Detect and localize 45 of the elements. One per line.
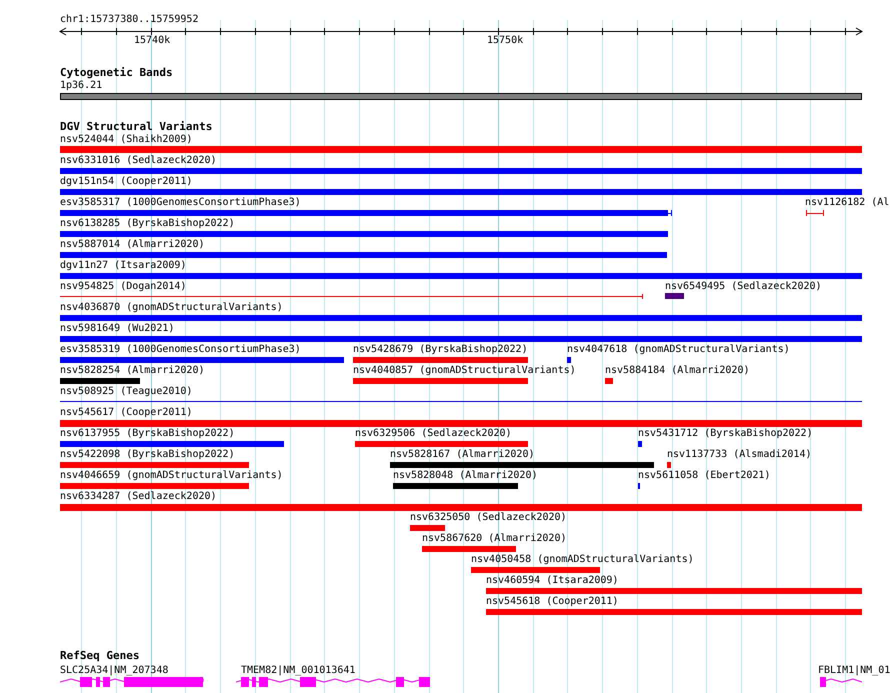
variant-label: nsv4047618 (gnomADStructuralVariants)	[567, 344, 790, 356]
variant-label: nsv5867620 (Almarri2020)	[422, 533, 566, 545]
variant-label: dgv11n27 (Itsara2009)	[60, 260, 186, 272]
variant-label: nsv6331016 (Sedlazeck2020)	[60, 155, 217, 167]
variant-label: nsv6334287 (Sedlazeck2020)	[60, 491, 217, 503]
variant-label: nsv5828048 (Almarri2020)	[393, 470, 538, 482]
variant-label: esv3585319 (1000GenomesConsortiumPhase3)	[60, 344, 301, 356]
variant-label: dgv151n54 (Cooper2011)	[60, 176, 192, 188]
variant-label: nsv5431712 (ByrskaBishop2022)	[638, 428, 813, 440]
variant-label: nsv6137955 (ByrskaBishop2022)	[60, 428, 235, 440]
variant-label: nsv6329506 (Sedlazeck2020)	[355, 428, 512, 440]
gene-label: TMEM82|NM_001013641	[241, 665, 356, 677]
variant-label: nsv5884184 (Almarri2020)	[605, 365, 750, 377]
variant-label: nsv6325050 (Sedlazeck2020)	[410, 512, 567, 524]
variant-label: nsv5887014 (Almarri2020)	[60, 239, 204, 251]
variant-label: nsv954825 (Dogan2014)	[60, 281, 186, 293]
gene-label: FBLIM1|NM_01	[818, 665, 890, 677]
axis-tick-label: 15740k	[134, 35, 170, 47]
variant-label: nsv4040857 (gnomADStructuralVariants)	[353, 365, 576, 377]
track-title: RefSeq Genes	[60, 650, 140, 662]
variant-label: nsv5828167 (Almarri2020)	[390, 449, 534, 461]
variant-label: nsv5428679 (ByrskaBishop2022)	[353, 344, 528, 356]
variant-label: nsv460594 (Itsara2009)	[486, 575, 618, 587]
variant-label: nsv5981649 (Wu2021)	[60, 323, 174, 335]
track-title: Cytogenetic Bands	[60, 67, 173, 79]
variant-label: nsv1137733 (Alsmadi2014)	[667, 449, 812, 461]
variant-label: nsv4050458 (gnomADStructuralVariants)	[471, 554, 694, 566]
variant-label: nsv6138285 (ByrskaBishop2022)	[60, 218, 235, 230]
variant-label: esv3585317 (1000GenomesConsortiumPhase3)	[60, 197, 301, 209]
variant-label: nsv6549495 (Sedlazeck2020)	[665, 281, 822, 293]
variant-label: nsv4046659 (gnomADStructuralVariants)	[60, 470, 283, 482]
genomic-position-label: chr1:15737380..15759952	[60, 14, 198, 26]
variant-label: nsv4036870 (gnomADStructuralVariants)	[60, 302, 283, 314]
variant-label: nsv508925 (Teague2010)	[60, 386, 192, 398]
variant-label: nsv545618 (Cooper2011)	[486, 596, 618, 608]
variant-label: nsv545617 (Cooper2011)	[60, 407, 192, 419]
track-title: DGV Structural Variants	[60, 121, 212, 133]
variant-label: nsv1126182 (Al	[805, 197, 890, 209]
gene-label: SLC25A34|NM_207348	[60, 665, 168, 677]
band-label: 1p36.21	[60, 80, 102, 92]
variant-label: nsv5828254 (Almarri2020)	[60, 365, 204, 377]
variant-label: nsv5611058 (Ebert2021)	[638, 470, 770, 482]
axis-tick-label: 15750k	[487, 35, 524, 47]
variant-label: nsv5422098 (ByrskaBishop2022)	[60, 449, 235, 461]
variant-label: nsv524044 (Shaikh2009)	[60, 134, 192, 146]
